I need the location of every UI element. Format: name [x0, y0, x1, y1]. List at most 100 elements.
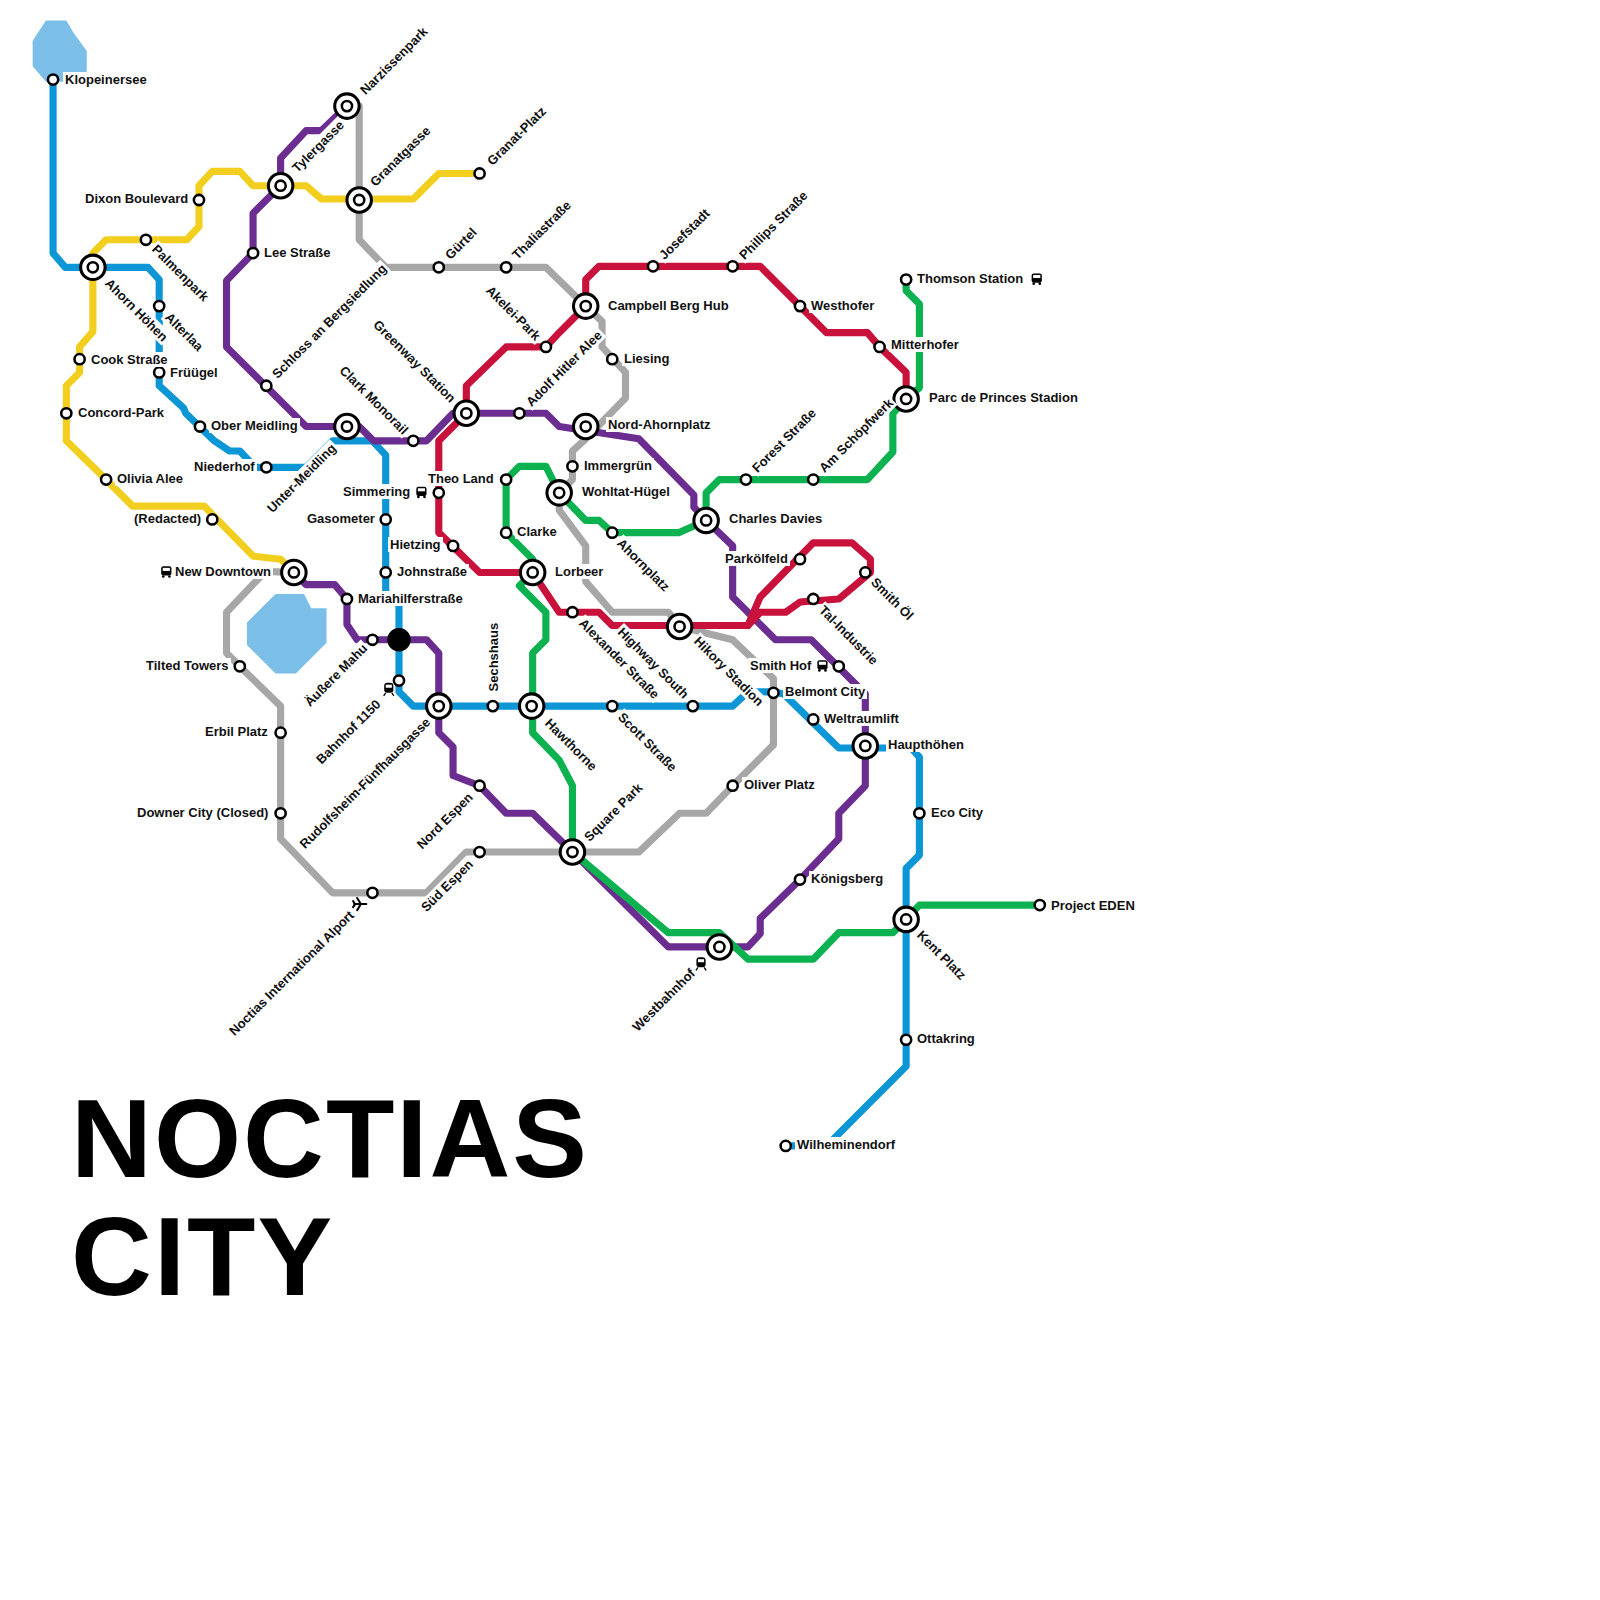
- station-label: Hietzing: [388, 537, 443, 552]
- station-dot: [154, 367, 164, 377]
- station-label: Hawthorne: [541, 714, 602, 775]
- interchange-ring: [894, 387, 918, 411]
- station-dot: [860, 567, 870, 577]
- station-label: Simmering: [341, 484, 412, 499]
- station-label: Gürtel: [441, 223, 482, 264]
- station-label: Ottakring: [915, 1031, 977, 1046]
- station-dot: [367, 888, 377, 898]
- station-label: Dixon Boulevard: [83, 191, 190, 206]
- station-label: Oliver Platz: [742, 777, 817, 792]
- station-dot: [276, 808, 286, 818]
- interchange-dot: [901, 914, 911, 924]
- station-label: Äußere Mahu: [300, 639, 372, 711]
- interchange-dot: [581, 301, 591, 311]
- station-label: Josefstadt: [655, 204, 714, 263]
- interchange-dot: [714, 942, 724, 952]
- station-dot: [101, 474, 111, 484]
- station-label: New Downtown: [173, 564, 273, 579]
- station-dot: [795, 301, 805, 311]
- interchange-dot: [581, 421, 591, 431]
- station-dot: [808, 714, 818, 724]
- station-dot: [195, 421, 205, 431]
- station-label: Akelei-Park: [482, 281, 546, 345]
- station-dot: [381, 567, 391, 577]
- station-label: Mariahilferstraße: [356, 591, 465, 606]
- interchange-ring: [268, 173, 292, 197]
- station-label: Narzissenpark: [356, 23, 432, 99]
- station-label: Square Park: [580, 779, 647, 846]
- interchange-ring: [427, 694, 451, 718]
- station-dot: [901, 274, 911, 284]
- station-dot: [141, 235, 151, 245]
- bus-icon: [817, 660, 827, 672]
- interchange-dot: [567, 847, 577, 857]
- transfer-icons: [161, 273, 1042, 970]
- interchange-dot: [461, 408, 471, 418]
- station-label: Haupthöhen: [886, 737, 966, 752]
- station-label: Smith Hof: [748, 658, 813, 673]
- station-label: Granat-Platz: [483, 102, 551, 170]
- station-dot: [276, 728, 286, 738]
- bus-icon: [1032, 273, 1042, 285]
- station-dot: [261, 381, 271, 391]
- interchange-dot: [674, 621, 684, 631]
- interchange-dot: [88, 262, 98, 272]
- station-label: Kent Platz: [913, 926, 971, 984]
- station-dot: [728, 781, 738, 791]
- station-label: Tal-Industrie: [815, 601, 883, 669]
- station-label: Eco City: [929, 805, 985, 820]
- station-dot: [501, 474, 511, 484]
- interchange-ring: [573, 414, 597, 438]
- station-dot: [74, 354, 84, 364]
- station-label: Forest Straße: [748, 404, 821, 477]
- station-dot: [514, 408, 524, 418]
- station-label: Smith Öl: [867, 573, 918, 624]
- interchange-ring: [335, 414, 359, 438]
- station-label: Johnstraße: [395, 564, 469, 579]
- station-label: Liesing: [622, 351, 672, 366]
- station-label: Früügel: [168, 365, 220, 380]
- bus-icon: [161, 566, 171, 578]
- station-label: (Redacted): [132, 511, 203, 526]
- station-label: Thaliastraße: [508, 196, 576, 264]
- station-dot: [394, 676, 404, 686]
- plane-icon: [353, 898, 366, 910]
- station-label: Lorbeer: [553, 564, 605, 579]
- station-dot: [248, 248, 258, 258]
- station-dot: [501, 528, 511, 538]
- interchange-ring: [335, 94, 359, 118]
- station-label: Immergrün: [582, 458, 654, 473]
- station-label: Concord-Park: [76, 405, 166, 420]
- station-label: Rudolfsheim-Fünfhausgasse: [295, 713, 435, 853]
- station-label: Clark Monorail: [335, 362, 412, 439]
- station-label: Tylergasse: [288, 116, 349, 177]
- interchange-ring: [894, 907, 918, 931]
- station-label: Westhofer: [809, 298, 876, 313]
- station-dot: [728, 261, 738, 271]
- map-title: NOCTIAS CITY: [71, 1080, 671, 1316]
- metro-line: [53, 80, 919, 1146]
- bus-icon: [416, 487, 426, 499]
- station-label: Palmenpark: [148, 240, 214, 306]
- station-dot: [795, 554, 805, 564]
- station-label: Am Schöpfwerk: [815, 394, 898, 477]
- station-label: Ahorn Höhen: [101, 274, 173, 346]
- interchange-dot: [289, 567, 299, 577]
- station-dot: [808, 594, 818, 604]
- station-label: Tilted Towers: [144, 658, 231, 673]
- station-dot: [567, 607, 577, 617]
- station-label: Unter-Meidling: [263, 439, 341, 517]
- station-dot: [768, 688, 778, 698]
- station-label: Parc de Princes Stadion: [927, 390, 1080, 405]
- station-label: Königsberg: [809, 871, 885, 886]
- station-dot: [901, 1035, 911, 1045]
- interchange-dot: [276, 181, 286, 191]
- interchange-ring: [454, 401, 478, 425]
- metro-line: [506, 280, 1040, 960]
- station-label: Olivia Alee: [115, 471, 185, 486]
- interchange-ring: [573, 294, 597, 318]
- interchange-dot: [554, 488, 564, 498]
- station-label: Lee Straße: [262, 245, 332, 260]
- station-markers: [48, 74, 1045, 1151]
- station-label: Wilheminendorf: [795, 1137, 897, 1152]
